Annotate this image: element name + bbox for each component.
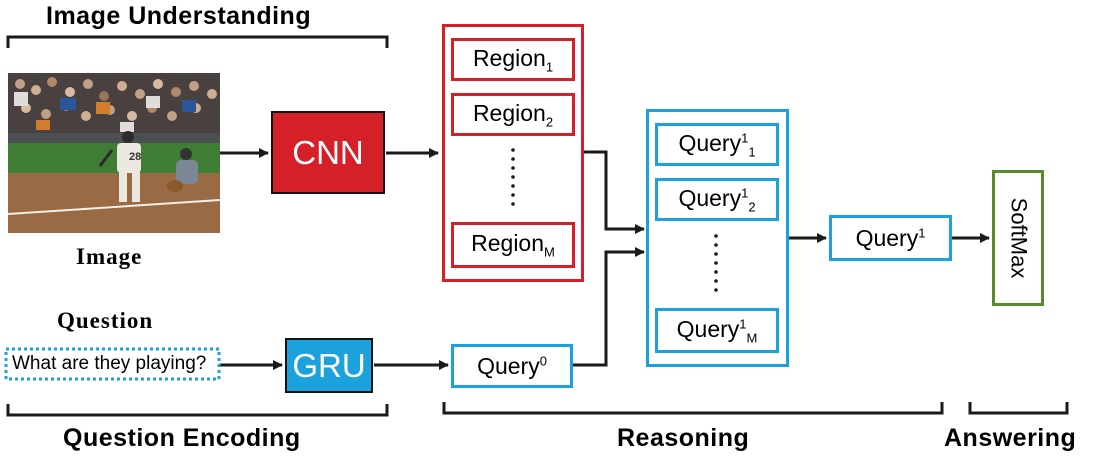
query-2-box: Query12 [655,178,779,221]
query-1-sup: 1 [741,130,749,146]
image-label: Image [76,244,143,269]
query-1-label: Query [678,129,742,156]
bracket-image-understanding [6,35,389,48]
queries-container [646,109,789,367]
question-text: What are they playing? [12,353,207,374]
cnn-label: CNN [292,133,364,171]
region-1-label: Region [472,44,546,71]
gru-label: GRU [292,346,366,384]
bracket-reasoning [442,402,944,415]
softmax-module: SoftMax [992,170,1044,306]
query-m-sup: 1 [739,316,747,332]
gru-module: GRU [285,338,373,393]
section-question-encoding: Question Encoding [63,424,301,452]
baseball-photo: 28 [7,73,221,233]
bracket-answering [968,402,1069,415]
arrow-regions-reasoning [583,150,645,234]
query-m-box: Query1M [655,308,779,353]
question-label: Question [57,308,154,333]
query0-label: Query [477,352,540,379]
region-1-box: Region1 [451,38,575,81]
section-reasoning: Reasoning [617,424,750,452]
region-m-sub: M [544,244,555,260]
query-m-label: Query [676,315,740,342]
catcher-icon [167,148,198,192]
region-m-box: RegionM [451,222,575,268]
query-m-sub: M [746,330,758,346]
regions-ellipsis [511,148,515,206]
bracket-question-encoding [6,404,389,417]
query-1-sub: 1 [748,144,756,160]
question-box [4,347,221,381]
queries-ellipsis [714,234,718,292]
query-out-label: Query [855,224,919,251]
region-1-sub: 1 [545,59,554,75]
section-image-understanding: Image Understanding [46,2,312,30]
region-2-box: Region2 [451,93,575,136]
svg-text:28: 28 [129,151,141,163]
batter-icon: 28 [98,131,141,202]
softmax-label: SoftMax [1006,197,1032,279]
query-out-sup: 1 [918,224,926,240]
region-2-sub: 2 [545,114,554,130]
query-1-box: Query11 [655,123,779,166]
query-2-label: Query [678,184,742,211]
crowd-icon [8,73,220,133]
section-answering: Answering [944,424,1077,452]
query-2-sub: 2 [748,199,756,215]
regions-container [442,24,584,282]
arrow-query0-reasoning [573,247,645,367]
region-m-label: Region [471,230,545,257]
query-out-box: Query1 [829,215,952,261]
cnn-module: CNN [271,111,385,194]
region-2-label: Region [472,99,546,126]
query-2-sup: 1 [741,185,749,201]
query0-box: Query0 [451,344,573,388]
query0-sup: 0 [539,352,547,368]
